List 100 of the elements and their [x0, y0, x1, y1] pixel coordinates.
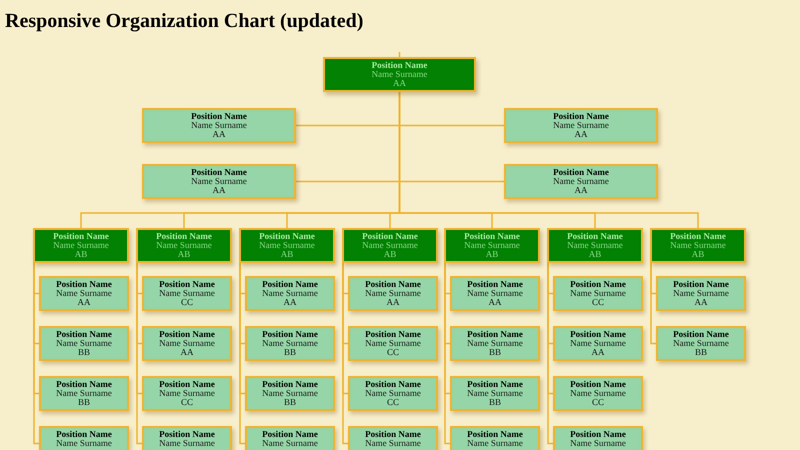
position-box: [553, 376, 643, 411]
position-box: [553, 426, 643, 450]
connector-line: [650, 263, 656, 344]
chart-title: Responsive Organization Chart (updated): [5, 9, 364, 33]
position-box: [450, 426, 540, 450]
connector-line: [136, 263, 142, 444]
position-title: Position Name: [191, 112, 247, 121]
grade-code: CC: [180, 298, 193, 307]
position-title: Position Name: [365, 330, 421, 339]
position-box: [39, 276, 129, 311]
position-title: Position Name: [365, 430, 421, 439]
person-name: Name Surname: [262, 389, 318, 398]
person-name: Name Surname: [53, 241, 109, 250]
position-box: [39, 326, 129, 361]
position-box: [239, 228, 335, 263]
connector-line: [547, 263, 553, 444]
person-name: Name Surname: [56, 289, 112, 298]
connector-line: [342, 263, 348, 444]
person-name: Name Surname: [262, 289, 318, 298]
position-title: Position Name: [467, 430, 523, 439]
position-title: Position Name: [56, 430, 112, 439]
grade-code: AB: [692, 250, 704, 259]
position-title: Position Name: [467, 380, 523, 389]
position-title: Position Name: [567, 232, 623, 241]
person-name: Name Surname: [191, 121, 247, 130]
connector-line: [444, 263, 450, 444]
person-name: Name Surname: [365, 439, 421, 448]
position-title: Position Name: [53, 232, 109, 241]
grade-code: CC: [386, 398, 399, 407]
grade-code: BB: [78, 398, 90, 407]
position-title: Position Name: [159, 280, 215, 289]
position-title: Position Name: [670, 232, 726, 241]
grade-code: AB: [588, 250, 602, 259]
position-title: Position Name: [262, 330, 318, 339]
person-name: Name Surname: [570, 389, 626, 398]
position-box: [553, 276, 643, 311]
person-name: Name Surname: [464, 241, 520, 250]
position-title: Position Name: [365, 380, 421, 389]
grade-code: AA: [574, 130, 588, 139]
position-title: Position Name: [372, 61, 428, 70]
grade-code: CC: [180, 398, 193, 407]
person-name: Name Surname: [56, 339, 112, 348]
position-box: [348, 326, 438, 361]
position-box: [656, 326, 746, 361]
grade-code: BB: [78, 348, 90, 357]
grade-code: AA: [488, 298, 502, 307]
position-box: [245, 276, 335, 311]
person-name: Name Surname: [159, 289, 215, 298]
position-title: Position Name: [673, 280, 729, 289]
position-box: [444, 228, 540, 263]
position-title: Position Name: [570, 380, 626, 389]
position-title: Position Name: [262, 280, 318, 289]
position-title: Position Name: [570, 430, 626, 439]
person-name: Name Surname: [365, 289, 421, 298]
grade-code: BB: [284, 398, 296, 407]
person-name: Name Surname: [156, 241, 212, 250]
position-box: [656, 276, 746, 311]
position-title: Position Name: [259, 232, 315, 241]
position-box: [553, 326, 643, 361]
position-title: Position Name: [262, 380, 318, 389]
position-box: [450, 376, 540, 411]
grade-code: AB: [280, 250, 294, 259]
connector-line: [398, 52, 400, 57]
person-name: Name Surname: [673, 289, 729, 298]
position-box: [142, 376, 232, 411]
position-title: Position Name: [464, 232, 520, 241]
grade-code: BB: [488, 398, 501, 407]
person-name: Name Surname: [362, 241, 418, 250]
position-box: [142, 426, 232, 450]
position-title: Position Name: [159, 380, 215, 389]
grade-code: BB: [694, 348, 707, 357]
person-name: Name Surname: [56, 389, 112, 398]
person-name: Name Surname: [262, 339, 318, 348]
position-box: [245, 376, 335, 411]
grade-code: AA: [284, 298, 296, 307]
person-name: Name Surname: [673, 339, 729, 348]
person-name: Name Surname: [372, 70, 428, 79]
position-box: [142, 108, 296, 143]
position-box: [245, 426, 335, 450]
position-box: [39, 426, 129, 450]
position-title: Position Name: [159, 430, 215, 439]
position-box: [142, 164, 296, 199]
position-box: [342, 228, 438, 263]
grade-code: AA: [180, 348, 194, 357]
person-name: Name Surname: [191, 177, 247, 186]
grade-code: AB: [384, 250, 396, 259]
person-name: Name Surname: [365, 339, 421, 348]
person-name: Name Surname: [159, 339, 215, 348]
position-title: Position Name: [570, 280, 626, 289]
position-title: Position Name: [570, 330, 626, 339]
person-name: Name Surname: [262, 439, 318, 448]
grade-code: AA: [78, 298, 90, 307]
person-name: Name Surname: [553, 177, 609, 186]
grade-code: AA: [694, 298, 708, 307]
position-box: [142, 276, 232, 311]
position-title: Position Name: [467, 330, 523, 339]
person-name: Name Surname: [467, 339, 523, 348]
position-box: [650, 228, 746, 263]
position-box: [450, 326, 540, 361]
position-box: [348, 426, 438, 450]
